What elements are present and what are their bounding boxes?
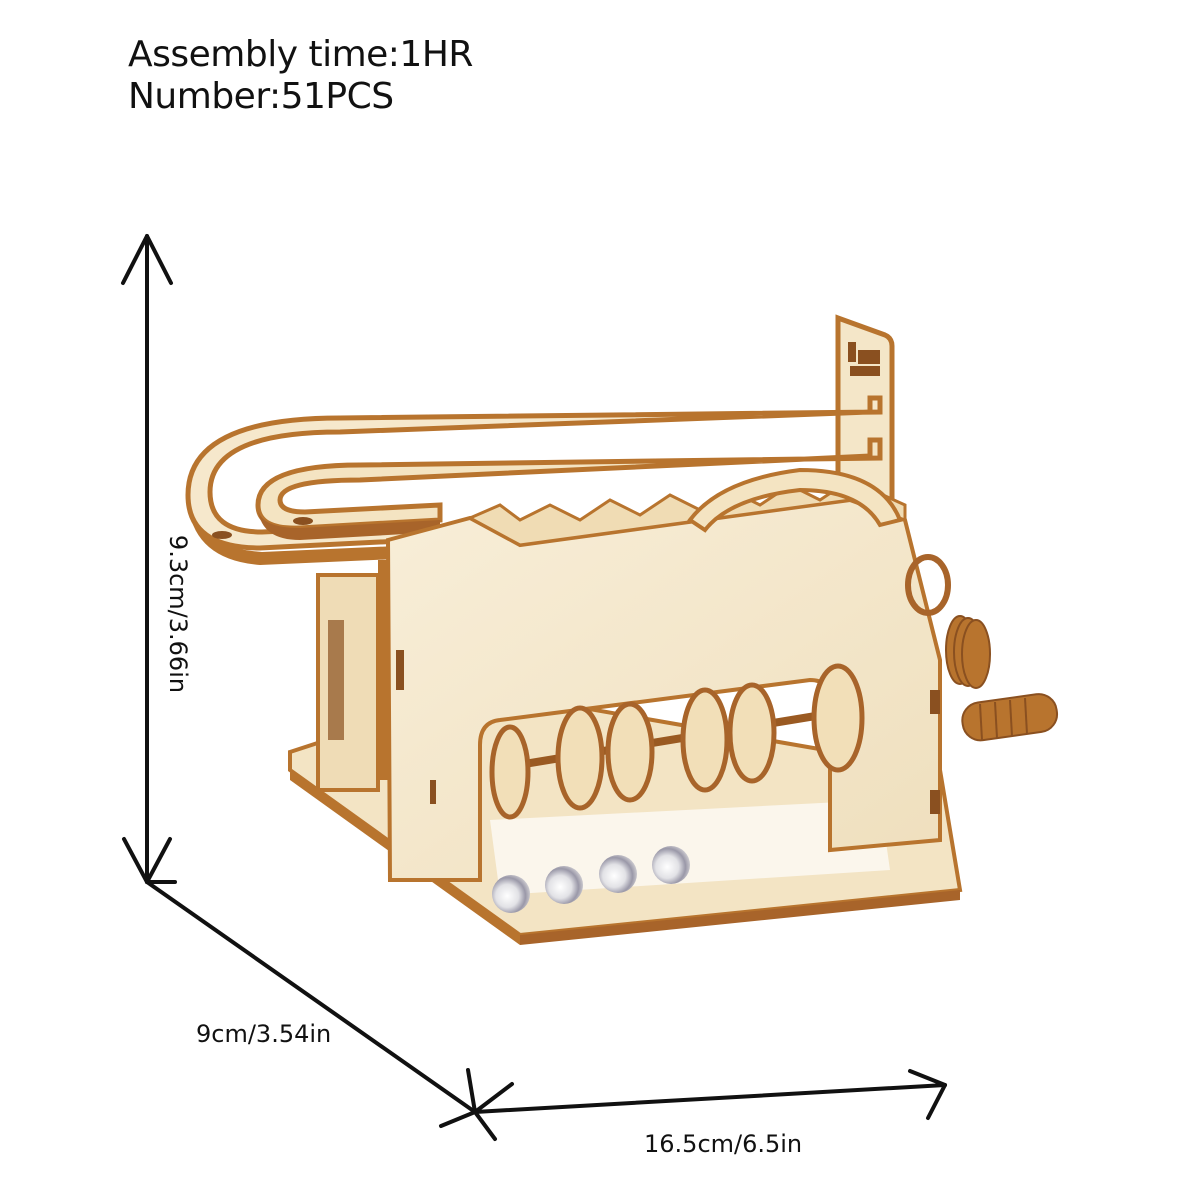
main-body bbox=[385, 467, 942, 882]
steel-marbles bbox=[492, 846, 690, 913]
depth-dimension-label: 9cm/3.54in bbox=[196, 1020, 332, 1048]
assembly-time-label: Assembly time:1HR bbox=[128, 34, 473, 75]
width-dimension-line bbox=[473, 1083, 947, 1114]
width-dimension-label: 16.5cm/6.5in bbox=[644, 1130, 803, 1158]
cam-disc bbox=[489, 663, 865, 820]
arrow-up-icon bbox=[121, 234, 173, 285]
cam-axle bbox=[489, 663, 865, 820]
spiral-track bbox=[185, 395, 883, 565]
marble bbox=[652, 846, 690, 884]
hand-crank bbox=[905, 554, 1059, 742]
piece-count-label: Number:51PCS bbox=[128, 76, 394, 117]
arrow-right-icon bbox=[908, 1069, 947, 1120]
product-specs: Assembly time:1HR Number:51PCS bbox=[128, 34, 473, 118]
arrow-left-icon bbox=[473, 1082, 514, 1141]
depth-dimension-line bbox=[145, 880, 477, 1114]
marble bbox=[599, 855, 637, 893]
height-dimension-label: 9.3cm/3.66in bbox=[164, 534, 192, 694]
marble bbox=[545, 866, 583, 904]
marble bbox=[492, 875, 530, 913]
